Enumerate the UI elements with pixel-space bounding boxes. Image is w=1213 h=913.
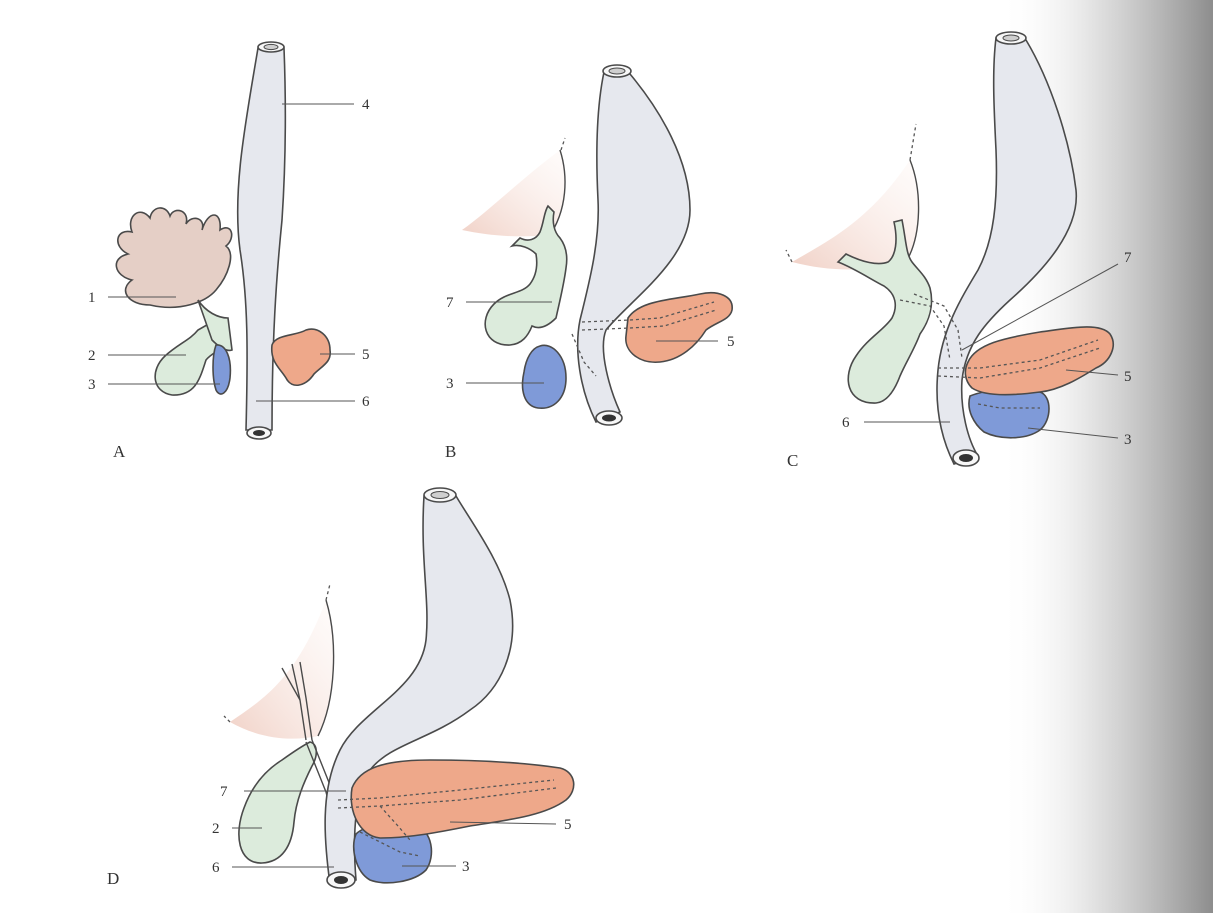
marker-d-5: 5 [564,817,572,833]
marker-c-3: 3 [1124,432,1132,448]
marker-d-3: 3 [462,859,470,875]
gut-opening-top-inner-d [431,492,449,499]
marker-b-5: 5 [727,334,735,350]
marker-a-2: 2 [88,348,96,364]
gut-opening-bottom-inner-d [334,876,348,884]
marker-c-6: 6 [842,415,850,431]
marker-b-7: 7 [446,295,454,311]
panel-label-d: D [107,869,119,888]
marker-c-5: 5 [1124,369,1132,385]
panel-label-c: C [787,451,798,470]
marker-a-3: 3 [88,377,96,393]
ventral-pancreas-b [523,345,566,408]
panel-label-a: A [113,442,126,461]
gut-opening-bottom-inner-a [253,430,265,436]
marker-d-2: 2 [212,821,220,837]
marker-a-5: 5 [362,347,370,363]
marker-a-6: 6 [362,394,370,410]
marker-d-6: 6 [212,860,220,876]
marker-d-7: 7 [220,784,228,800]
marker-c-7: 7 [1124,250,1132,266]
gut-opening-top-inner-b [609,68,625,74]
liver-a [116,208,231,307]
gut-opening-bottom-inner-c [959,454,973,462]
marker-b-3: 3 [446,376,454,392]
marker-a-1: 1 [88,290,96,306]
gut-opening-top-inner-c [1003,35,1019,41]
gut-opening-bottom-inner-b [602,415,616,422]
gut-opening-top-inner-a [264,44,278,49]
panel-label-b: B [445,442,456,461]
ventral-pancreas-a [213,345,230,394]
marker-a-4: 4 [362,97,370,113]
